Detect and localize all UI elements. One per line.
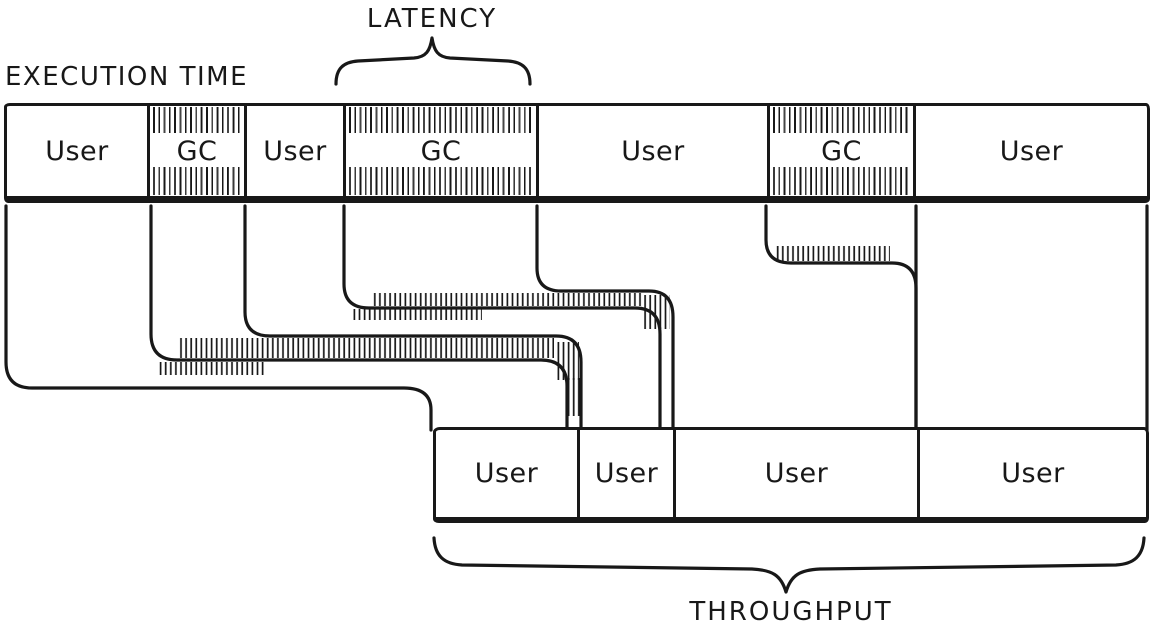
execution-segment-user-1: User	[7, 106, 147, 196]
throughput-segment-user-4: User	[917, 430, 1146, 517]
execution-segment-user-2: User	[244, 106, 343, 196]
throughput-segment-user-3: User	[673, 430, 917, 517]
execution-segment-gc-3: GC	[767, 106, 913, 196]
segment-label: GC	[176, 135, 218, 167]
segment-label: User	[474, 458, 539, 489]
throughput-segment-user-2: User	[577, 430, 673, 517]
flow-curve-gc1-right	[243, 204, 583, 432]
gc-hatch-bottom	[349, 167, 533, 195]
gc-hatch-top	[773, 107, 910, 133]
execution-segment-gc-1: GC	[147, 106, 244, 196]
segment-label: GC	[821, 135, 862, 167]
gc2-flow-hatch	[372, 293, 644, 306]
segment-label: User	[45, 135, 109, 167]
segment-label: GC	[420, 135, 462, 167]
execution-bar: User GC User GC User GC User	[4, 103, 1150, 203]
segment-label: User	[764, 458, 829, 489]
segment-label: User	[594, 458, 659, 489]
execution-segment-gc-2: GC	[343, 106, 536, 196]
execution-segment-user-3: User	[536, 106, 767, 196]
gc1-flow-hatch-tail	[568, 378, 580, 416]
flow-curve-gc1-left	[149, 204, 569, 432]
flow-curve-user1-left	[4, 204, 433, 432]
gc-hatch-top	[153, 107, 241, 133]
gc1-flow-hatch-bend	[556, 342, 579, 380]
latency-label: LATENCY	[366, 4, 498, 34]
latency-brace	[334, 36, 532, 86]
throughput-bar: User User User User	[433, 427, 1149, 523]
segment-label: User	[999, 135, 1064, 167]
gc1-flow-hatch	[178, 338, 554, 358]
flow-curve-gc2-right	[535, 204, 675, 432]
segment-label: User	[621, 135, 685, 167]
execution-time-label: EXECUTION TIME	[5, 62, 248, 92]
gc-hatch-bottom	[773, 167, 910, 195]
flow-curve-gc3-left	[764, 204, 918, 432]
gc3-flow-hatch-ticks	[776, 246, 890, 261]
gc1-flow-hatch-ticks	[158, 362, 266, 375]
execution-segment-user-4: User	[913, 106, 1147, 196]
throughput-label: THROUGHPUT	[689, 597, 893, 627]
segment-label: User	[263, 135, 327, 167]
gc-hatch-bottom	[153, 167, 241, 195]
gc-hatch-top	[349, 107, 533, 133]
flow-curve-gc2-left	[342, 204, 662, 432]
gc2-flow-hatch-ticks	[352, 309, 482, 320]
throughput-brace	[432, 536, 1146, 594]
throughput-segment-user-1: User	[436, 430, 577, 517]
segment-label: User	[1001, 458, 1065, 489]
